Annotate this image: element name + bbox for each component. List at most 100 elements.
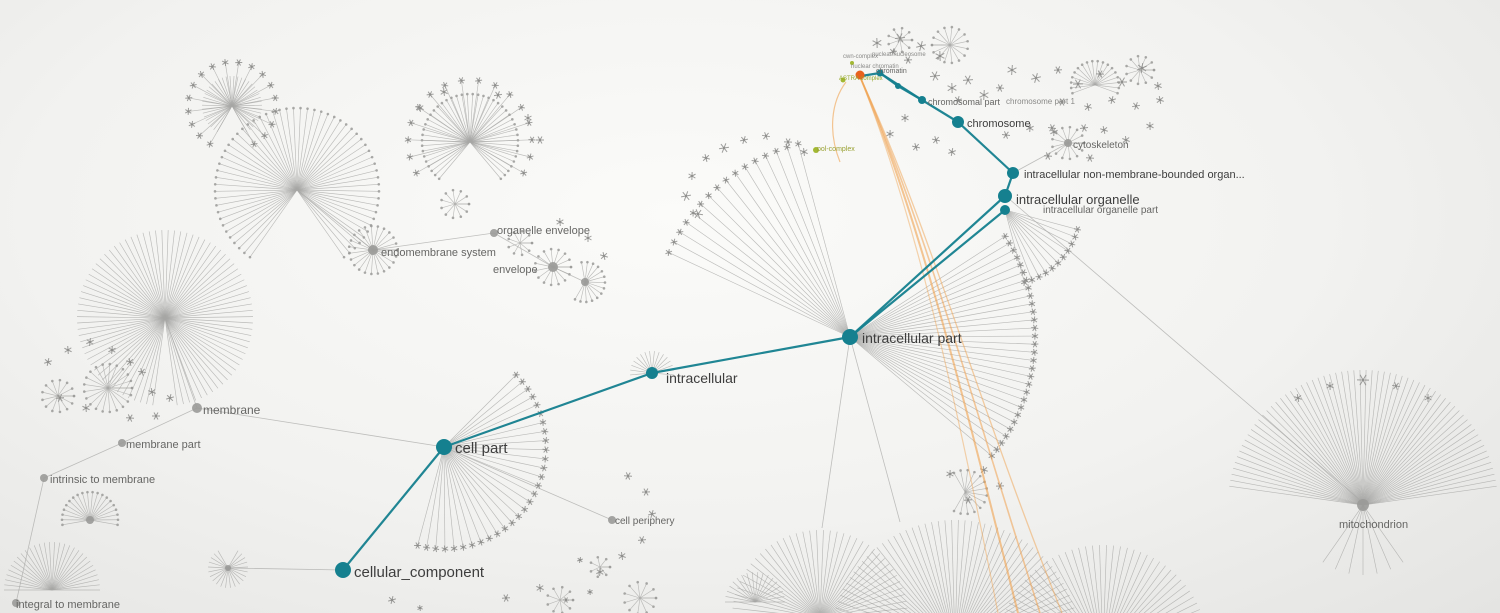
graph-node-cellular_component[interactable] [335,562,351,578]
leaf-node-star[interactable] [587,588,593,596]
leaf-node-star[interactable] [517,103,525,111]
graph-node[interactable] [118,439,126,447]
leaf-node-star[interactable] [1117,77,1127,87]
leaf-node-star[interactable] [1001,232,1009,240]
graph-node[interactable] [490,229,498,237]
leaf-node-star[interactable] [137,368,147,376]
node-label[interactable]: chromosomal part [928,97,1001,107]
leaf-node-star[interactable] [525,119,533,127]
leaf-node-star[interactable] [872,37,882,49]
node-label[interactable]: mitochondrion [1339,519,1408,531]
leaf-node-star[interactable] [1028,365,1036,372]
graph-node[interactable] [581,278,589,286]
leaf-node-star[interactable] [542,446,550,454]
leaf-node-star[interactable] [267,81,275,89]
node-label[interactable]: intracellular [666,370,738,386]
node-label[interactable]: chromosome part 1 [1006,97,1075,106]
leaf-node-star[interactable] [536,583,544,593]
leaf-node-star[interactable] [783,138,793,146]
leaf-node-star[interactable] [195,132,204,139]
leaf-node-star[interactable] [1095,70,1105,78]
leaf-node-star[interactable] [1025,380,1033,388]
leaf-node-star[interactable] [477,538,485,546]
leaf-node-star[interactable] [1073,225,1081,233]
leaf-node-star[interactable] [739,136,749,144]
leaf-node-star[interactable] [539,418,547,426]
leaf-node-star[interactable] [1007,64,1017,76]
leaf-node-star[interactable] [388,595,396,605]
leaf-node-star[interactable] [531,490,539,498]
highlighted-node-green[interactable] [813,147,819,153]
leaf-node-star[interactable] [600,251,608,261]
leaf-node-star[interactable] [248,63,256,71]
leaf-node-star[interactable] [55,394,65,402]
leaf-node-star[interactable] [536,136,544,144]
leaf-node-star[interactable] [1047,124,1057,132]
leaf-node-star[interactable] [412,169,420,177]
leaf-node-star[interactable] [148,387,156,397]
leaf-node-star[interactable] [475,77,483,85]
leaf-node-star[interactable] [526,498,534,506]
leaf-node-star[interactable] [450,544,458,553]
leaf-node-star[interactable] [404,136,412,144]
leaf-node-star[interactable] [1079,124,1089,132]
leaf-node-star[interactable] [152,412,160,420]
leaf-node-star[interactable] [1002,432,1010,440]
leaf-node-star[interactable] [221,58,229,67]
graph-node[interactable] [86,516,94,524]
graph-node-non_membrane_bounded[interactable] [1007,167,1019,179]
leaf-node-star[interactable] [993,446,1001,454]
leaf-node-star[interactable] [417,604,423,612]
leaf-node-star[interactable] [979,89,989,101]
leaf-node-star[interactable] [1027,373,1035,380]
leaf-node-star[interactable] [441,545,449,553]
leaf-node-star[interactable] [1014,411,1022,419]
leaf-node-star[interactable] [1072,79,1084,89]
graph-node[interactable] [368,245,378,255]
leaf-node-star[interactable] [188,120,196,128]
leaf-node-star[interactable] [1131,102,1141,110]
leaf-node-star[interactable] [501,525,509,533]
leaf-node-star[interactable] [1100,125,1108,135]
leaf-node-star[interactable] [1005,239,1013,247]
graph-node-chromatin_hub[interactable] [876,69,884,77]
leaf-node-star[interactable] [457,77,465,85]
graph-node-cell_part[interactable] [436,439,452,455]
leaf-node-star[interactable] [1043,152,1053,160]
leaf-node-star[interactable] [1030,356,1037,364]
leaf-node-star[interactable] [189,81,197,89]
graph-node-chromosome[interactable] [952,116,964,128]
leaf-node-star[interactable] [705,192,712,200]
leaf-node-star[interactable] [1028,276,1036,284]
graph-node[interactable] [192,403,202,413]
leaf-node-star[interactable] [206,140,214,148]
leaf-node-star[interactable] [623,472,633,480]
graph-node[interactable] [12,599,20,607]
leaf-node-star[interactable] [1294,393,1302,403]
node-label[interactable]: endomembrane system [381,247,496,259]
leaf-node-star[interactable] [44,357,52,367]
leaf-node-star[interactable] [953,96,963,104]
leaf-node-star[interactable] [894,33,906,43]
leaf-node-star[interactable] [637,536,647,544]
node-label[interactable]: membrane part [126,439,201,451]
leaf-node-star[interactable] [886,129,894,139]
leaf-node-star[interactable] [722,176,730,184]
leaf-node-star[interactable] [1108,95,1116,105]
leaf-node-star[interactable] [407,119,415,127]
leaf-node-star[interactable] [541,427,549,435]
leaf-node-star[interactable] [541,455,549,463]
leaf-node-star[interactable] [741,163,749,171]
leaf-node-star[interactable] [682,218,690,226]
leaf-node-star[interactable] [794,140,802,148]
leaf-node-star[interactable] [1026,292,1034,300]
leaf-node-star[interactable] [1424,394,1432,402]
node-label[interactable]: intracellular organelle part [1043,205,1158,216]
node-label[interactable]: membrane [203,403,261,417]
leaf-node-star[interactable] [64,345,72,355]
graph-node-intracellular_organelle[interactable] [998,189,1012,203]
leaf-node-star[interactable] [1085,154,1095,162]
leaf-node-star[interactable] [948,147,956,157]
leaf-node-star[interactable] [524,114,532,122]
leaf-node-star[interactable] [208,63,216,71]
